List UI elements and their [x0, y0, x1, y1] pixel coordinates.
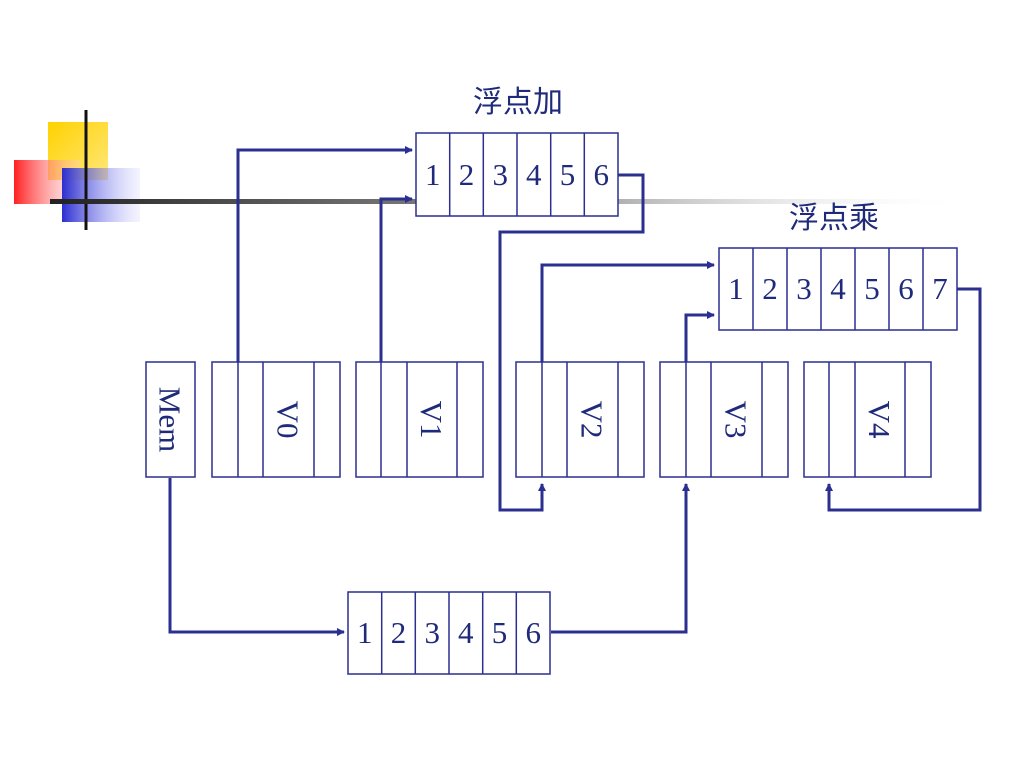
- fp-mul-box: [718, 247, 958, 331]
- fp-mul-stage: 3: [796, 271, 812, 306]
- fp-mul-stage: 4: [830, 271, 846, 306]
- memory-box: [145, 361, 196, 478]
- load-stage: 6: [525, 615, 541, 650]
- register-box: [211, 361, 341, 478]
- fp-mul-stage: 1: [728, 271, 744, 306]
- register-label: V0: [271, 401, 306, 439]
- fp-mul-label: 浮点乘: [789, 201, 879, 236]
- wire-v0-to-add: [236, 146, 413, 362]
- register-label: V3: [719, 401, 754, 439]
- register-label: V1: [414, 401, 449, 439]
- fp-add-label: 浮点加: [473, 85, 563, 120]
- load-stage: 4: [458, 615, 474, 650]
- vector-register-v2: V2: [515, 361, 645, 478]
- vector-register-v4: V4: [803, 361, 932, 478]
- register-box: [803, 361, 932, 478]
- load-unit: 1 2 3 4 5 6: [347, 591, 551, 675]
- fp-mul-stage: 7: [932, 271, 948, 306]
- register-label: V4: [862, 401, 897, 439]
- fp-add-stage: 3: [492, 157, 508, 192]
- vector-register-v3: V3: [659, 361, 789, 478]
- wire-v2-to-mul: [540, 261, 715, 362]
- fp-add-stage: 6: [593, 157, 609, 192]
- register-box: [659, 361, 789, 478]
- connection-wires: [168, 146, 982, 636]
- load-stage: 2: [391, 615, 407, 650]
- register-box: [515, 361, 645, 478]
- fp-add-stage: 4: [526, 157, 542, 192]
- fp-mul-unit: 浮点乘 1 2 3 4 5 6 7: [718, 201, 958, 331]
- wire-mul-to-v4: [825, 287, 982, 512]
- wire-add-to-v2: [498, 173, 645, 512]
- wire-v3-to-mul: [684, 311, 715, 362]
- vector-register-v1: V1: [355, 361, 484, 478]
- load-stage: 1: [357, 615, 373, 650]
- fp-mul-stage: 5: [864, 271, 880, 306]
- fp-mul-stage: 2: [762, 271, 778, 306]
- wire-v1-to-add: [379, 195, 413, 362]
- fp-add-stage: 5: [560, 157, 576, 192]
- load-stage: 3: [424, 615, 440, 650]
- register-label: V2: [575, 401, 610, 439]
- register-box: [355, 361, 484, 478]
- wire-load-to-v3: [551, 483, 690, 634]
- fp-mul-stage: 6: [898, 271, 914, 306]
- fp-add-unit: 浮点加 1 2 3 4 5 6: [415, 85, 619, 217]
- wire-mem-to-load: [168, 478, 345, 636]
- fp-add-stage: 2: [459, 157, 475, 192]
- load-stage: 5: [492, 615, 508, 650]
- memory-label: Mem: [153, 387, 188, 452]
- fp-add-stage: 1: [425, 157, 441, 192]
- memory-unit: Mem: [145, 361, 196, 478]
- decoration-blue-square: [62, 168, 140, 222]
- vector-register-v0: V0: [211, 361, 341, 478]
